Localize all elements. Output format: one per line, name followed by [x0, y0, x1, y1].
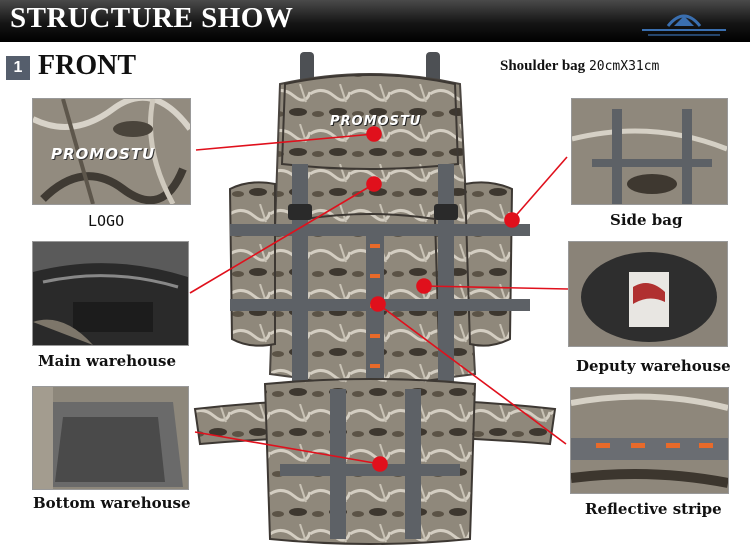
caption-main-warehouse: Main warehouse	[38, 352, 177, 370]
caption-bottom-warehouse: Bottom warehouse	[33, 494, 191, 512]
section-number-badge: 1	[6, 56, 30, 80]
side-bag-photo	[571, 98, 728, 205]
caption-deputy-warehouse: Deputy warehouse	[576, 357, 731, 375]
header-bar	[0, 0, 750, 42]
logo-closeup-photo: PROMOSTU	[32, 98, 191, 205]
reflective-stripe-photo	[570, 387, 729, 494]
brand-logo	[642, 14, 726, 36]
caption-logo: LOGO	[88, 212, 125, 230]
bottom-warehouse-photo	[32, 386, 189, 490]
bottom-warehouse-interior	[33, 387, 188, 489]
logo-closeup-text: PROMOSTU	[51, 145, 156, 163]
reflective-stripe-closeup	[571, 388, 728, 493]
logo-closeup-camo	[33, 99, 190, 204]
page-title: STRUCTURE SHOW	[10, 2, 294, 34]
shoulder-bag-label: Shoulder bag	[500, 58, 586, 74]
backpack-logo-text: PROMOSTU	[330, 114, 422, 129]
section-title: FRONT	[38, 50, 136, 81]
caption-reflective-stripe: Reflective stripe	[585, 500, 722, 518]
caption-side-bag: Side bag	[610, 211, 683, 229]
shoulder-bag-dimensions: 20cmX31cm	[588, 59, 660, 74]
shoulder-bag-note: Shoulder bag 20cmX31cm	[500, 58, 659, 75]
deputy-warehouse-interior	[569, 242, 727, 346]
main-warehouse-photo	[32, 241, 189, 346]
main-warehouse-interior	[33, 242, 188, 345]
side-bag-camo	[572, 99, 727, 204]
deputy-warehouse-photo	[568, 241, 728, 347]
